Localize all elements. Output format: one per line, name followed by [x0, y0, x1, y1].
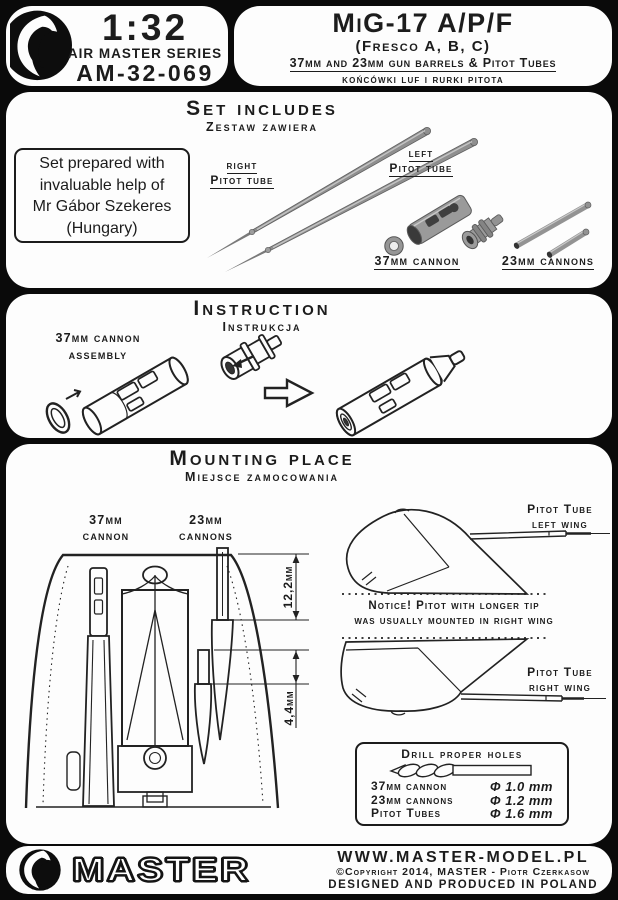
- credit-note: Set prepared with invaluable help of Mr …: [14, 148, 190, 243]
- left-pitot-label: left Pitot tube: [389, 146, 453, 177]
- right-pitot-tube-part: [207, 127, 431, 258]
- section-title: Mounting place: [169, 447, 355, 470]
- header-series-box: 1:32 AIR MASTER SERIES AM-32-069: [6, 6, 228, 86]
- made-in-line: DESIGNED AND PRODUCED IN POLAND: [328, 878, 598, 891]
- website-url: WWW.MASTER-MODEL.PL: [337, 848, 590, 866]
- credit-line: (Hungary): [66, 219, 138, 237]
- credit-line: invaluable help of: [39, 176, 165, 194]
- dimension-12-2: 12,2mm: [281, 565, 295, 609]
- brand-wordmark: MASTER: [71, 850, 251, 889]
- drill-diameter: Φ 1.2 mm: [489, 792, 553, 808]
- kit-description: 37mm and 23mm gun barrels & Pitot Tubes: [289, 56, 557, 72]
- drill-row: Pitot Tubes Φ 1.6 mm: [357, 806, 567, 821]
- kit-title: MiG-17 A/P/F: [332, 8, 514, 38]
- cannon-37-label: 37mm cannon: [374, 254, 460, 270]
- series-text-block: 1:32 AIR MASTER SERIES AM-32-069: [64, 6, 226, 86]
- instruction-heading: Instruction Instrukcja: [6, 297, 518, 335]
- credit-line: Set prepared with: [39, 155, 165, 172]
- scale-label: 1:32: [101, 7, 189, 48]
- flash-hider-part: [406, 194, 472, 245]
- section-title: Instruction: [193, 297, 331, 320]
- cannon-bushing-part: [461, 214, 504, 250]
- footer-text-block: WWW.MASTER-MODEL.PL ©Copyright 2014, MAS…: [328, 849, 612, 892]
- drill-holes-box: Drill proper holes 37mm cannon Φ 1.0 mm …: [355, 742, 569, 826]
- left-pitot-tube-part: [225, 138, 478, 272]
- set-includes-heading: Set includes Zestaw zawiera: [6, 97, 518, 135]
- cannon-23-label: 23mm cannons: [501, 254, 595, 270]
- drill-part: Pitot Tubes: [371, 806, 441, 820]
- right-pitot-label: right Pitot tube: [210, 158, 274, 189]
- assembly-illustration: [45, 334, 466, 437]
- section-subtitle: Miejsce zamocowania: [185, 470, 339, 484]
- instruction-panel: Instruction Instrukcja 37mm cannon assem…: [6, 294, 612, 438]
- kit-description-pl: końcówki luf i rurki pitota: [342, 74, 504, 86]
- section-subtitle: Zestaw zawiera: [206, 120, 318, 134]
- master-logo-icon: [19, 849, 61, 891]
- drill-part: 37mm cannon: [371, 779, 448, 793]
- drill-diameter: Φ 1.0 mm: [489, 779, 553, 794]
- set-includes-panel: Set includes Zestaw zawiera: [6, 92, 612, 288]
- set-parts-illustration: [207, 127, 592, 272]
- kit-subtitle: (Fresco A, B, C): [355, 38, 491, 55]
- drill-row: 37mm cannon Φ 1.0 mm: [357, 779, 567, 794]
- washer-part: [384, 236, 404, 256]
- section-title: Set includes: [186, 97, 338, 120]
- mounting-illustration: [24, 508, 610, 809]
- dimension-4-4: 4,4mm: [282, 690, 296, 726]
- footer-bar: MASTER WWW.MASTER-MODEL.PL ©Copyright 20…: [6, 846, 612, 894]
- section-subtitle: Instrukcja: [222, 320, 302, 334]
- drill-diameter: Φ 1.6 mm: [489, 806, 553, 821]
- product-code: AM-32-069: [76, 60, 214, 86]
- assembly-label: 37mm cannon assembly: [55, 331, 141, 362]
- drill-title: Drill proper holes: [401, 747, 523, 761]
- drill-part: 23mm cannons: [371, 792, 454, 807]
- drill-row: 23mm cannons Φ 1.2 mm: [357, 792, 567, 808]
- header-title-box: MiG-17 A/P/F (Fresco A, B, C) 37mm and 2…: [234, 6, 612, 86]
- cannon-23mm-parts: [513, 201, 592, 258]
- copyright-line: ©Copyright 2014, MASTER - Piotr Czerkaso…: [336, 865, 590, 878]
- master-logo-icon: [10, 10, 72, 81]
- series-label: AIR MASTER SERIES: [67, 46, 223, 61]
- credit-line: Mr Gábor Szekeres: [32, 198, 172, 215]
- drill-bit-icon: [389, 763, 532, 778]
- mounting-heading: Mounting place Miejsce zamocowania: [6, 447, 518, 485]
